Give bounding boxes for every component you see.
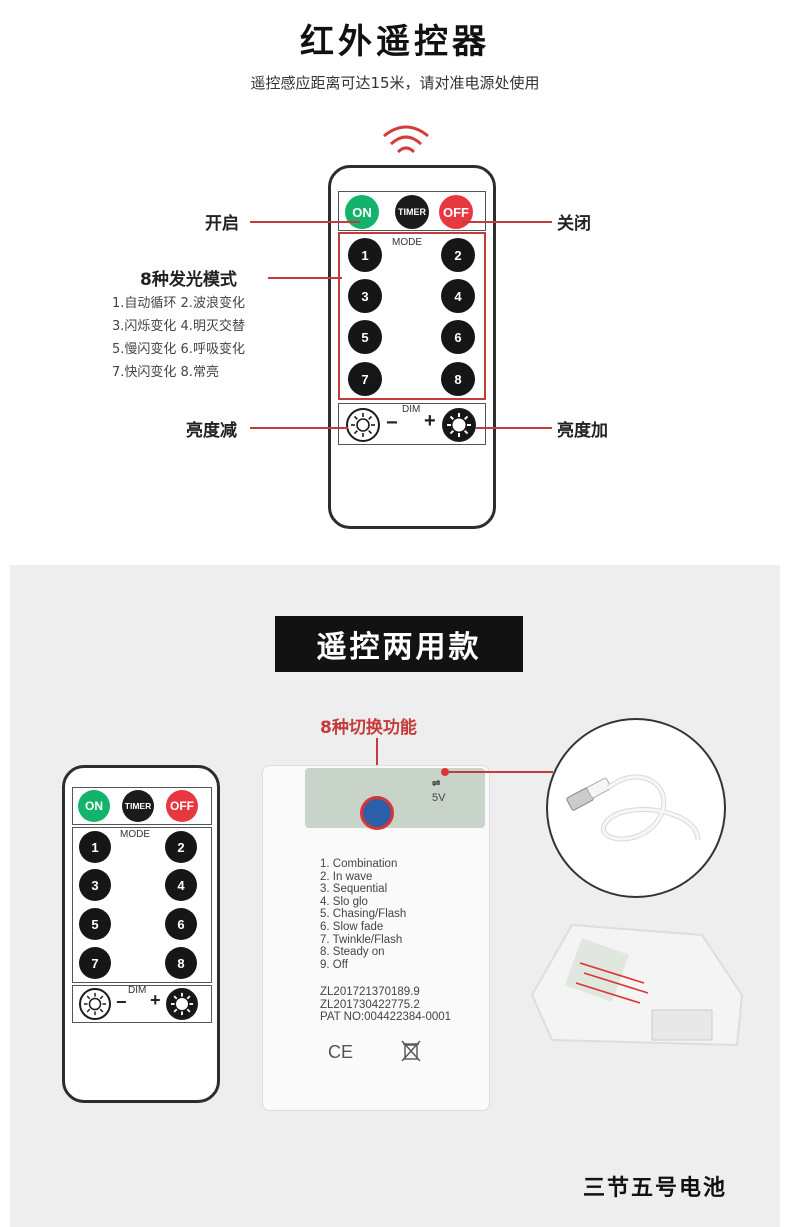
sun-filled-icon [447,413,471,437]
usb-cable-image [546,718,726,898]
case-mode-item: 3. Sequential [320,883,388,896]
case-mode-item: 6. Slow fade [320,920,384,933]
mode-list: 1.自动循环 2.波浪变化 3.闪烁变化 4.明灭交替 5.慢闪变化 6.呼吸变… [112,292,245,384]
callout-line-on [250,221,360,223]
callout-on: 开启 [205,214,239,234]
mode-list-item: 7.快闪变化 8.常亮 [112,365,219,380]
dim-label-small: DIM [128,985,147,996]
callout-line-off [462,221,552,223]
mode-button-5-small[interactable]: 5 [79,908,111,940]
on-button[interactable]: ON [345,195,379,229]
case-mode-item: 4. Slo glo [320,895,368,908]
usb-port-marker [441,768,449,776]
mode-button-6-small[interactable]: 6 [165,908,197,940]
case-mode-item: 2. In wave [320,870,373,883]
mode-button-2-small[interactable]: 2 [165,831,197,863]
patent-list: ZL201721370189.9 ZL201730422775.2 PAT NO… [320,986,451,1024]
weee-bin-icon [401,1040,421,1062]
mode-label-small: MODE [120,829,150,840]
mode-button-2[interactable]: 2 [441,238,475,272]
dim-label: DIM [402,404,421,415]
switch-callout: 8种切换功能 [320,718,417,738]
sun-outline-icon [83,992,107,1016]
usb-voltage: 5V [432,792,446,804]
callout-modes-title: 8种发光模式 [140,270,237,290]
dim-up-button-small[interactable] [166,988,198,1020]
on-button-small[interactable]: ON [78,790,110,822]
mode-button-4-small[interactable]: 4 [165,869,197,901]
off-button[interactable]: OFF [439,195,473,229]
section-banner: 遥控两用款 [275,616,523,672]
callout-line-dim-down [250,427,348,429]
case-mode-item: 7. Twinkle/Flash [320,933,403,946]
mode-button-4[interactable]: 4 [441,279,475,313]
patent-item: ZL201721370189.9 [320,986,420,998]
minus-sign: − [386,412,398,434]
case-mode-item: 8. Steady on [320,946,385,959]
mode-button-6[interactable]: 6 [441,320,475,354]
sun-outline-icon [351,413,375,437]
callout-line-modes [268,277,342,279]
case-mode-item: 1. Combination [320,858,398,870]
mode-list-item: 5.慢闪变化 6.呼吸变化 [112,342,245,357]
mode-button-5[interactable]: 5 [348,320,382,354]
mode-button-1-small[interactable]: 1 [79,831,111,863]
off-button-small[interactable]: OFF [166,790,198,822]
usb-cable-icon [566,774,701,842]
mode-label: MODE [392,237,422,248]
mode-button-7-small[interactable]: 7 [79,947,111,979]
mode-switch-button[interactable] [360,796,394,830]
dim-up-button[interactable] [442,408,476,442]
callout-line-dim-up [476,427,552,429]
mode-button-1[interactable]: 1 [348,238,382,272]
callout-dim-up: 亮度加 [557,421,608,441]
page-title: 红外遥控器 [300,22,490,62]
minus-sign-small: − [116,992,127,1012]
sun-filled-icon [170,992,194,1016]
battery-compartment-image [530,923,744,1047]
callout-off: 关闭 [557,214,591,234]
dim-down-button-small[interactable] [79,988,111,1020]
mode-button-3-small[interactable]: 3 [79,869,111,901]
patent-item: PAT NO:004422384-0001 [320,1011,452,1024]
timer-button-small[interactable]: TIMER [122,790,154,822]
patent-item: ZL201730422775.2 [320,998,420,1011]
timer-button[interactable]: TIMER [395,195,429,229]
case-mode-item: 9. Off [320,958,348,971]
callout-dim-down: 亮度减 [186,421,237,441]
mode-button-8[interactable]: 8 [441,362,475,396]
usb-callout-line [449,771,553,773]
ir-signal-icon [383,125,429,154]
dim-down-button[interactable] [346,408,380,442]
mode-list-item: 1.自动循环 2.波浪变化 [112,296,245,311]
case-mode-list: 1. Combination 2. In wave 3. Sequential … [320,858,406,971]
mode-button-8-small[interactable]: 8 [165,947,197,979]
mode-list-item: 3.闪烁变化 4.明灭交替 [112,319,245,334]
ce-mark: CE [328,1042,354,1062]
case-mode-item: 5. Chasing/Flash [320,908,407,921]
battery-caption: 三节五号电池 [583,1176,728,1201]
plus-sign-small: + [150,990,161,1010]
page-subtitle: 遥控感应距离可达15米，请对准电源处使用 [250,74,540,92]
circuit-board [305,768,485,828]
usb-icon: ⇌ [432,778,441,789]
plus-sign: + [424,410,436,432]
mode-button-3[interactable]: 3 [348,279,382,313]
mode-button-7[interactable]: 7 [348,362,382,396]
